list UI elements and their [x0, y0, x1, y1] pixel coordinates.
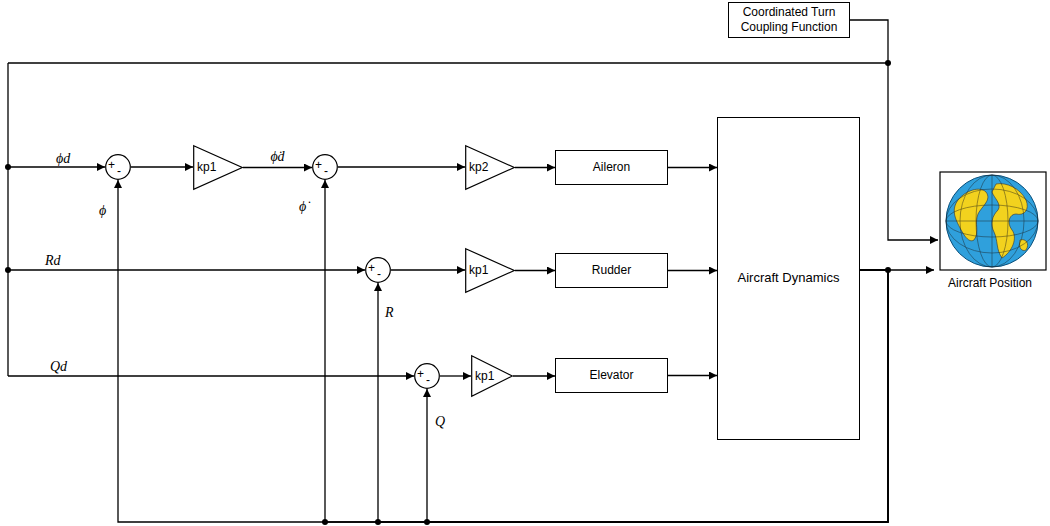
- actuator-box: Aileron: [555, 150, 668, 185]
- gain-block: kp2: [465, 145, 515, 190]
- signal-line: [391, 269, 465, 270]
- sum-junction: +-: [105, 154, 131, 180]
- node-text: Rudder: [592, 263, 631, 278]
- sum-junction: +-: [365, 257, 391, 283]
- node-text: Elevator: [589, 368, 633, 383]
- signal-name: ϕ: [98, 203, 107, 218]
- sum-junction: +-: [414, 363, 440, 389]
- signal-name: ϕd: [55, 151, 71, 166]
- signal-line: [850, 20, 938, 240]
- signal-name: Q: [434, 414, 446, 429]
- node-text: -: [377, 268, 381, 280]
- node-text: -: [426, 374, 430, 386]
- node-text: Aircraft Dynamics: [738, 270, 840, 286]
- signal-line: [515, 167, 555, 168]
- signal-line: [513, 375, 555, 376]
- sum-junction: +-: [312, 154, 338, 180]
- actuator-box: Rudder: [555, 253, 668, 288]
- node-text: +: [108, 159, 115, 171]
- signal-name: Rd: [44, 253, 62, 268]
- node-text: kp1: [471, 369, 494, 384]
- signal-line: [668, 375, 717, 376]
- gain-block: kp1: [193, 145, 243, 190]
- signal-name: R: [384, 305, 395, 320]
- signal-name: ϕ̇: [298, 199, 307, 214]
- actuator-box: Elevator: [555, 358, 668, 393]
- signal-line: [668, 270, 717, 271]
- signal-name: ϕ̇d: [269, 149, 285, 164]
- signal-name: Qd: [49, 359, 68, 374]
- signal-line: [515, 270, 555, 271]
- signal-line: [338, 166, 465, 167]
- node-text: +: [417, 368, 424, 380]
- node-text: kp1: [193, 160, 216, 175]
- dynamics-box: Aircraft Dynamics: [717, 117, 860, 440]
- signal-line: [668, 167, 717, 168]
- node-text: -: [324, 165, 328, 177]
- node-text: Aircraft Position: [934, 276, 1046, 291]
- junction-dots: [5, 60, 891, 525]
- position-display: Aircraft Position: [934, 170, 1046, 300]
- node-text: +: [368, 262, 375, 274]
- node-text: kp2: [465, 160, 488, 175]
- node-text: Aileron: [593, 160, 630, 175]
- signal-line: [243, 167, 312, 168]
- gain-block: kp1: [471, 355, 513, 397]
- signal-line: [131, 166, 193, 167]
- node-text: -: [117, 165, 121, 177]
- function-box: Coordinated Turn Coupling Function: [728, 2, 850, 38]
- signal-line: [440, 375, 471, 376]
- node-text: Coordinated Turn Coupling Function: [733, 5, 845, 35]
- node-text: kp1: [465, 263, 488, 278]
- gain-block: kp1: [465, 248, 515, 293]
- node-text: +: [315, 159, 322, 171]
